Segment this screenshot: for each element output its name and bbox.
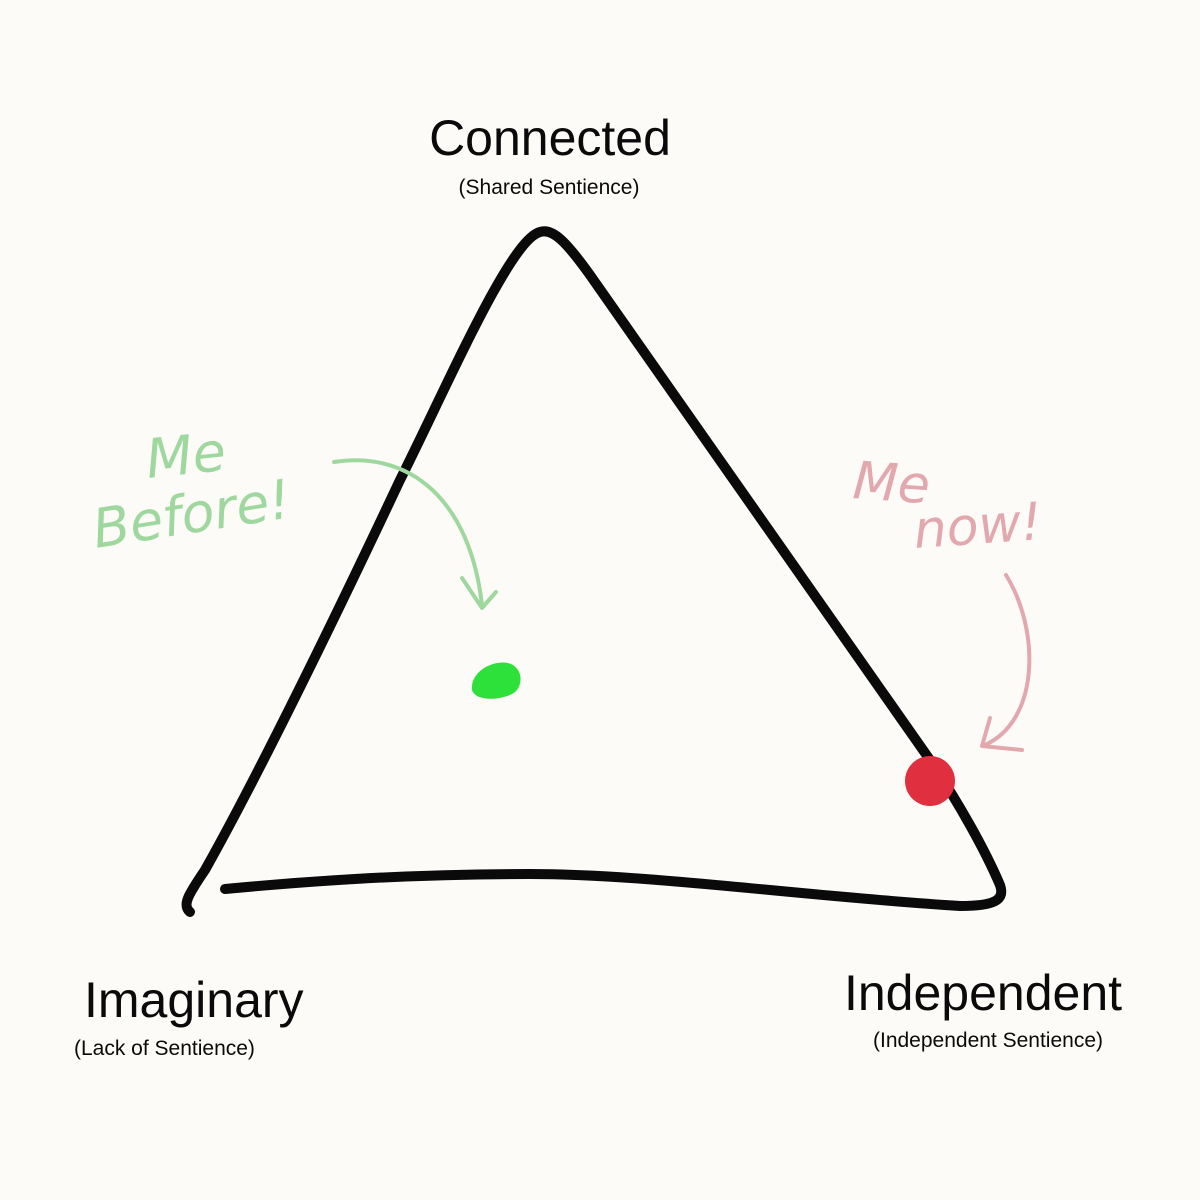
vertex-top-subtitle: (Shared Sentience) (458, 176, 640, 199)
me-now-arrowhead (980, 716, 1024, 752)
me-now-annotation: Me now! (851, 451, 1044, 752)
vertex-bottom-right-title: Independent (843, 965, 1123, 1021)
me-before-annotation: Me Before! (88, 420, 498, 610)
vertex-top-title: Connected (429, 110, 671, 166)
vertex-bottom-left-title: Imaginary (84, 972, 304, 1028)
vertex-bottom-left-subtitle: (Lack of Sentience) (74, 1037, 255, 1060)
me-now-dot (905, 756, 955, 806)
vertex-bottom-right-subtitle: (Independent Sentience) (872, 1029, 1104, 1052)
me-before-line2: Before! (88, 467, 295, 560)
me-now-arrow (983, 573, 1032, 747)
me-before-dot (471, 662, 521, 699)
me-before-line1: Me (143, 420, 229, 491)
me-before-arrow (332, 458, 484, 607)
me-before-arrowhead (460, 576, 498, 610)
me-now-line2: now! (912, 492, 1044, 561)
me-now-line1: Me (851, 451, 932, 516)
triangle-outline (181, 226, 1007, 917)
